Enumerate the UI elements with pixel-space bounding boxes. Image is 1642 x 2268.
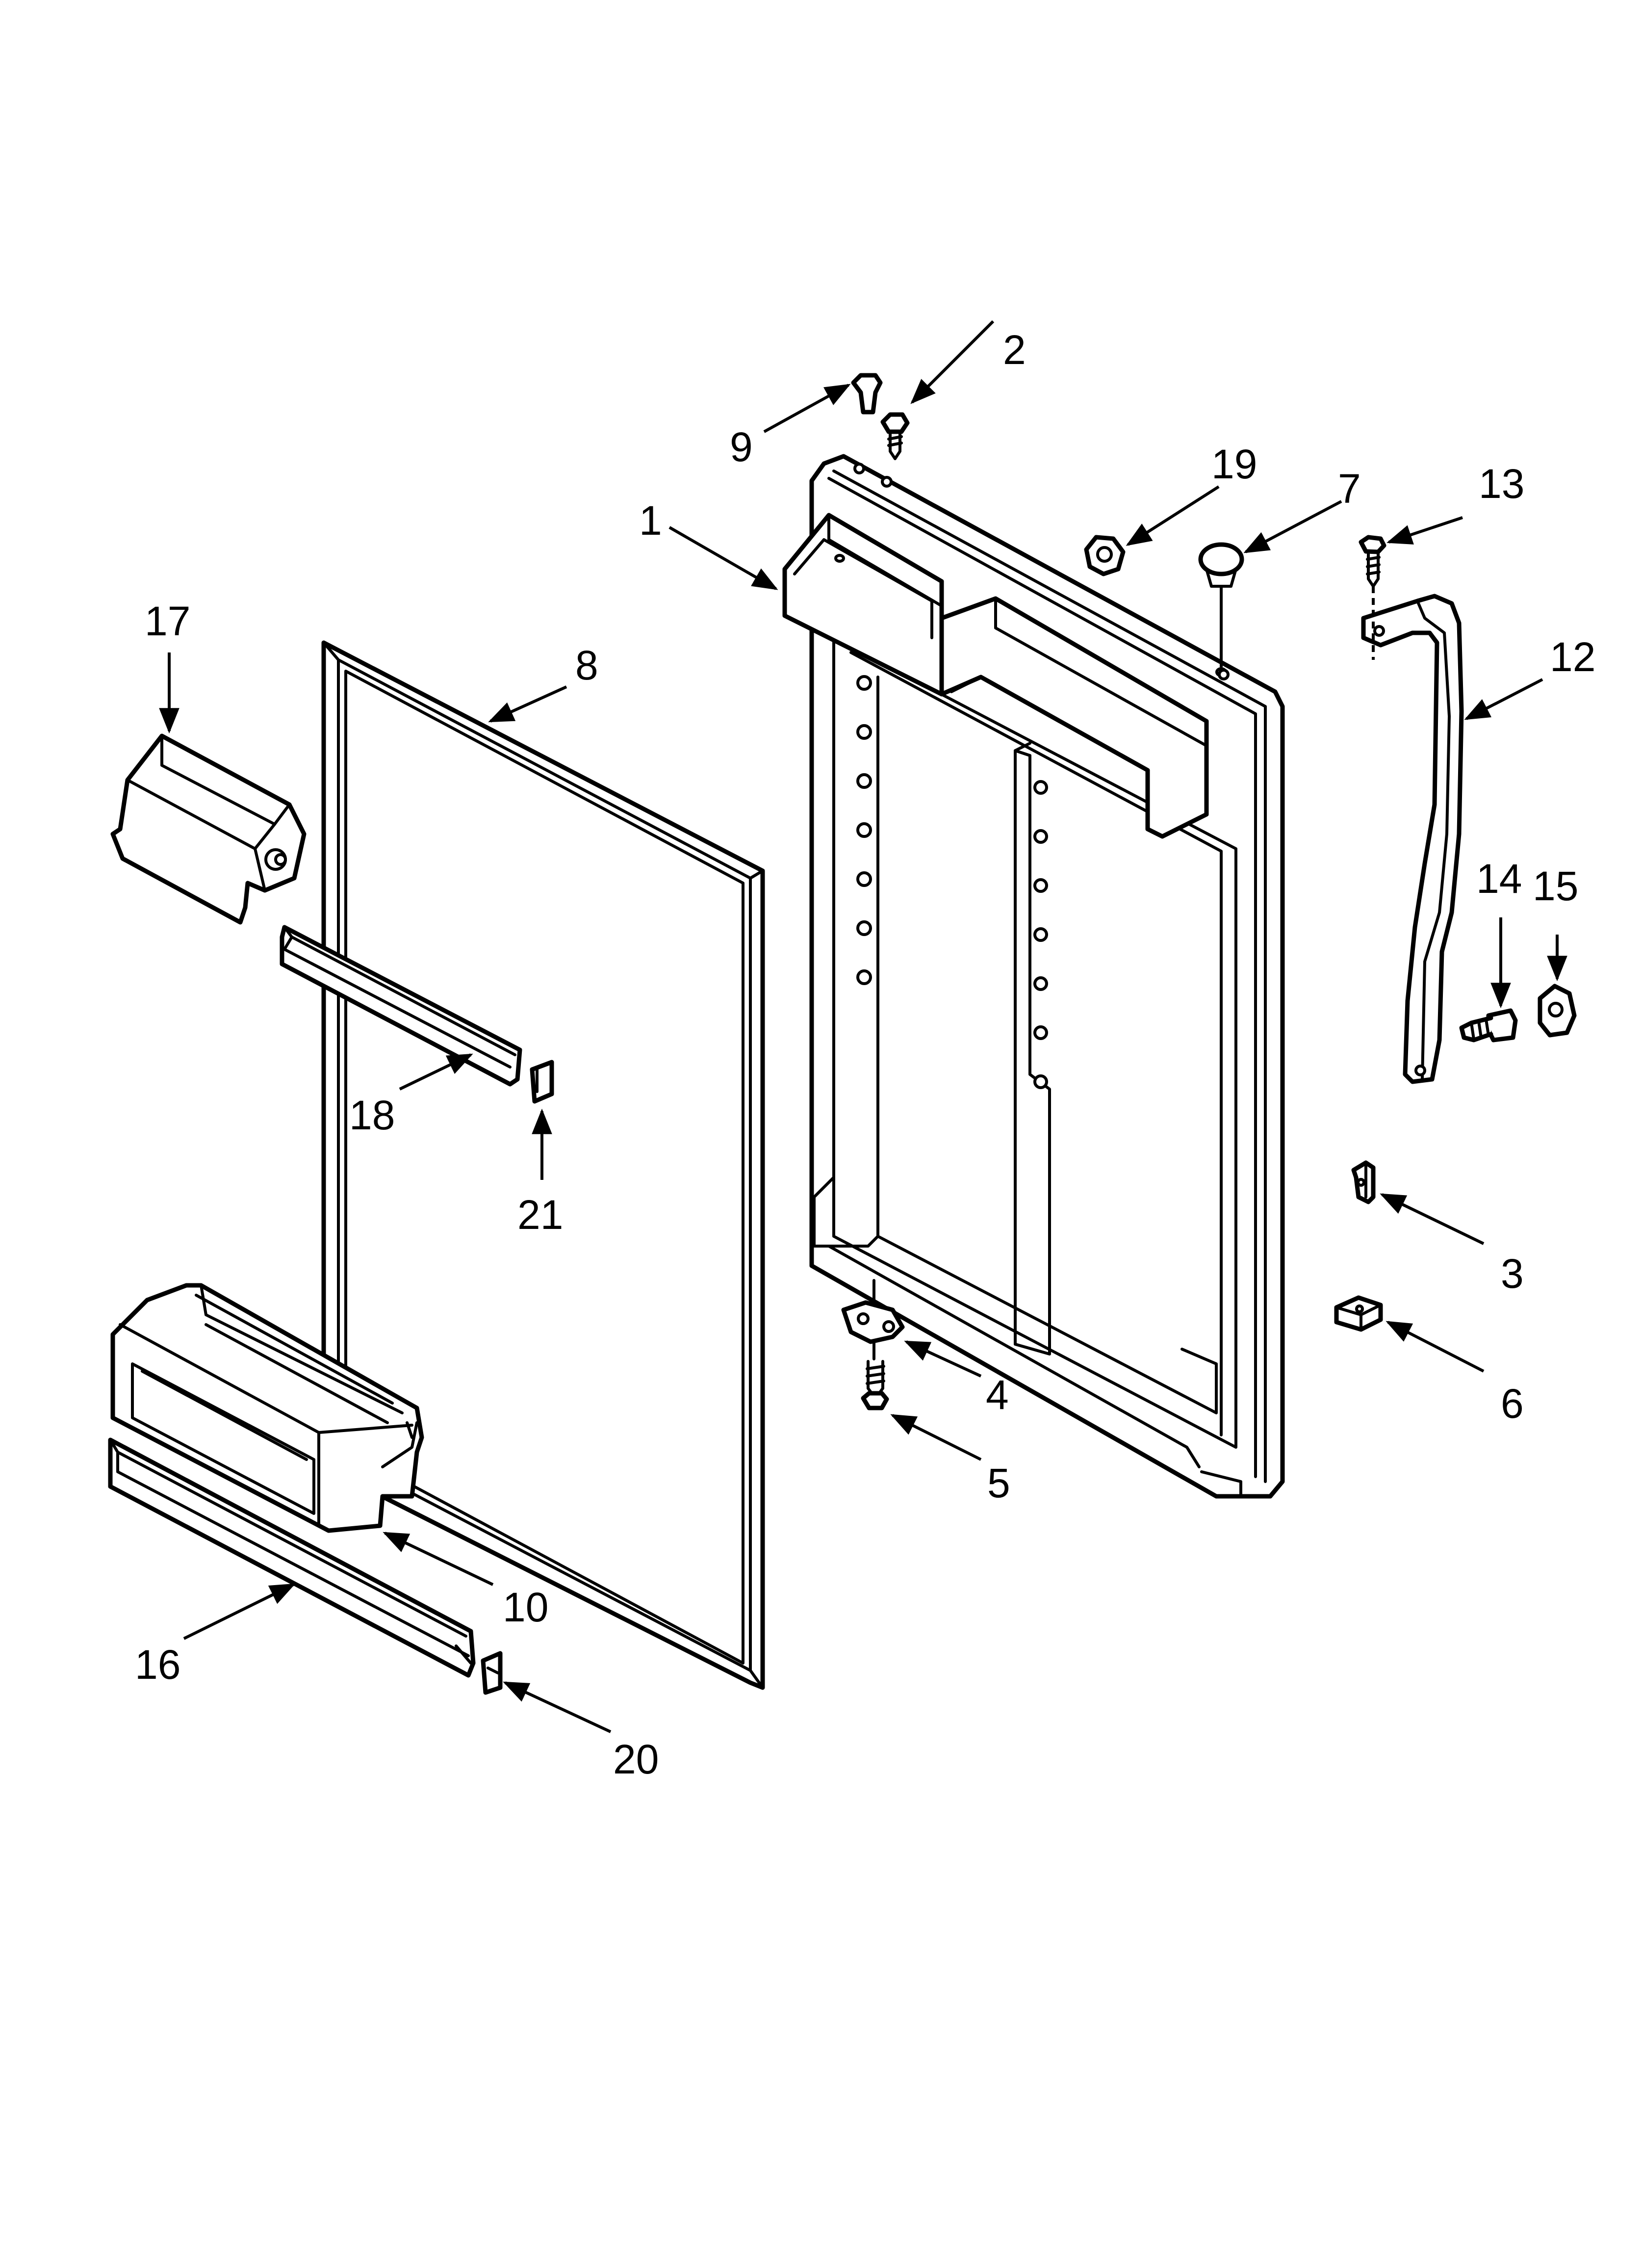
leader-5: [890, 1414, 982, 1461]
screw-part-14: [1459, 1008, 1518, 1043]
end-cap-20-part: [481, 1651, 503, 1695]
callout-13: 13: [1479, 461, 1524, 507]
callout-12: 12: [1550, 634, 1595, 680]
leader-9: [763, 384, 851, 433]
leader-18: [399, 1053, 473, 1091]
shelf-retainer-part: [280, 925, 522, 1087]
dairy-door-part: [110, 733, 307, 925]
plug-part-9: [851, 373, 883, 415]
leader-lines: [159, 320, 1567, 1733]
callout-20: 20: [613, 1736, 659, 1782]
shelf-peg-holes-left: [856, 675, 872, 985]
callout-5: 5: [987, 1460, 1010, 1506]
leader-7: [1243, 500, 1342, 553]
callout-17: 17: [145, 598, 190, 644]
callout-10: 10: [503, 1584, 548, 1630]
callout-1: 1: [639, 497, 662, 544]
end-cap-part: [530, 1060, 554, 1104]
cap-part-15: [1538, 984, 1577, 1038]
leader-2: [910, 320, 995, 404]
leader-13: [1386, 516, 1463, 545]
callout-14: 14: [1476, 856, 1522, 902]
screw-part-5: [861, 1360, 889, 1410]
door-liner-part: [782, 454, 1285, 1499]
screw-part-2: [880, 412, 910, 460]
leader-3: [1380, 1193, 1485, 1245]
bottom-bin-retainer-part: [108, 1437, 476, 1678]
door-handle-part: [1361, 594, 1464, 1084]
callout-4: 4: [986, 1372, 1009, 1418]
leader-8: [488, 685, 567, 723]
callout-2: 2: [1003, 327, 1026, 373]
screw-part-13: [1359, 535, 1386, 588]
callout-3: 3: [1501, 1251, 1524, 1297]
callout-21: 21: [517, 1192, 563, 1238]
callout-7: 7: [1338, 466, 1361, 512]
callout-9: 9: [730, 424, 753, 470]
leader-16: [183, 1583, 296, 1640]
door-bin-part: [110, 1283, 424, 1533]
leader-20: [503, 1681, 612, 1733]
leader-12: [1464, 678, 1543, 720]
spacer-part-19: [1084, 535, 1126, 576]
bracket-part-3: [1351, 1160, 1376, 1204]
callout-6: 6: [1501, 1381, 1524, 1427]
callout-16: 16: [135, 1642, 180, 1688]
shelf-peg-holes-center: [1033, 780, 1048, 1089]
plug-part-7: [1198, 542, 1244, 588]
callout-8: 8: [575, 642, 598, 688]
leader-6: [1385, 1321, 1485, 1373]
callout-labels: 1 2 3 4 5 6 7 8 9 10 12 13 14 15 16 17 1…: [135, 327, 1595, 1782]
bracket-part-6: [1334, 1295, 1383, 1332]
callout-15: 15: [1533, 863, 1578, 909]
leader-10: [383, 1532, 494, 1586]
callout-18: 18: [349, 1092, 395, 1138]
callout-19: 19: [1211, 441, 1257, 487]
hinge-plate-part-4: [841, 1279, 905, 1360]
leader-19: [1126, 485, 1220, 546]
leader-1: [668, 526, 778, 590]
leader-4: [904, 1340, 982, 1378]
